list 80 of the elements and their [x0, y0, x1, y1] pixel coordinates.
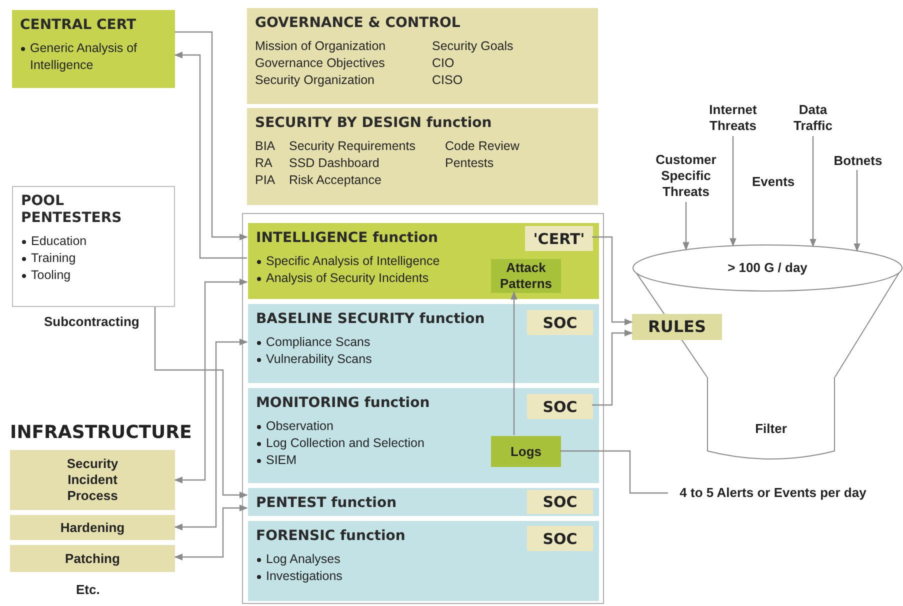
panel-heading: GOVERNANCE & CONTROL [255, 15, 460, 32]
source-label: Data Traffic [793, 100, 833, 136]
arrow [510, 291, 518, 435]
arrow [175, 31, 248, 240]
source-label: Customer Specific Threats [653, 150, 719, 202]
function-panel [248, 223, 599, 299]
output-tag: Logs [491, 436, 561, 467]
output-note: 4 to 5 Alerts or Events per day [668, 484, 878, 502]
panel-heading: FORENSIC function [256, 528, 406, 545]
bullet-item: SIEM [266, 452, 298, 469]
panel-heading: PENTEST function [256, 495, 397, 512]
role-tag: SOC [527, 526, 593, 551]
list-item: Mission of Organization [255, 38, 387, 55]
bullet-item: Compliance Scans [266, 334, 372, 351]
frame-outline [242, 213, 604, 604]
list-item: CIO [432, 55, 456, 72]
arrow [810, 136, 816, 248]
arrow [730, 136, 736, 247]
panel-heading: POOL PENTESTERS [21, 193, 123, 227]
list-item: Code Review [445, 138, 520, 155]
list-item: SSD Dashboard [289, 155, 380, 172]
bullet-item: Vulnerability Scans [266, 351, 373, 368]
section-heading: INFRASTRUCTURE [10, 422, 192, 443]
pool-panel [12, 186, 175, 307]
note-text: Etc. [76, 582, 100, 597]
list-item: RA [255, 155, 274, 172]
bullet-item: Analysis of Security Incidents [266, 270, 430, 287]
bullet-item: Log Collection and Selection [266, 435, 426, 452]
function-panel [248, 488, 599, 516]
panel-heading: BASELINE SECURITY function [256, 311, 485, 328]
bullet-item: Education [31, 233, 88, 250]
source-label: Events [752, 174, 795, 189]
bullet-item: Generic Analysis of Intelligence [30, 40, 138, 74]
arrow [854, 170, 860, 252]
list-item: BIA [255, 138, 276, 155]
role-tag: SOC [527, 490, 593, 514]
function-panel [248, 304, 599, 383]
bullet-item: Specific Analysis of Intelligence [266, 253, 441, 270]
arrow [174, 504, 248, 560]
bullet-item: Log Analyses [266, 551, 342, 568]
process-box: Security Incident Process [10, 450, 175, 510]
list-item: Security Goals [432, 38, 514, 55]
governance-panel [247, 8, 598, 104]
arrow [174, 278, 248, 484]
arrow [154, 307, 248, 498]
arrow [592, 236, 633, 326]
arrow [174, 338, 248, 530]
role-tag: 'CERT' [525, 226, 593, 251]
bullet-item: Investigations [266, 568, 344, 585]
list-item: Pentests [445, 155, 495, 172]
arrow [682, 202, 690, 251]
list-item: PIA [255, 172, 276, 189]
function-panel [248, 521, 599, 601]
volume-label: > 100 G / day [726, 260, 808, 275]
list-item: Security Requirements [289, 138, 416, 155]
edge-label: Subcontracting [44, 314, 140, 329]
bullet-item: Training [31, 250, 77, 267]
process-box: Patching [10, 545, 175, 572]
panel-heading: INTELLIGENCE function [256, 230, 438, 247]
process-box: Hardening [10, 515, 175, 540]
list-item: Security Organization [255, 72, 376, 89]
cert-panel [12, 10, 175, 88]
panel-heading: MONITORING function [256, 395, 430, 412]
panel-heading: CENTRAL CERT [20, 17, 136, 34]
panel-heading: SECURITY BY DESIGN function [255, 115, 492, 132]
arrow [174, 52, 247, 259]
design-panel [247, 108, 598, 205]
output-tag: Attack Patterns [491, 259, 561, 293]
bullet-item: Tooling [31, 267, 72, 284]
list-item: CISO [432, 72, 464, 89]
arrow [592, 330, 633, 406]
source-label: Internet Threats [705, 100, 761, 136]
connector-line [560, 450, 668, 494]
role-tag: SOC [527, 394, 593, 419]
function-panel [248, 388, 599, 483]
source-label: Botnets [830, 152, 886, 170]
bullet-item: Observation [266, 418, 334, 435]
list-item: Governance Objectives [255, 55, 386, 72]
list-item: Risk Acceptance [289, 172, 382, 189]
role-tag: SOC [527, 310, 593, 335]
